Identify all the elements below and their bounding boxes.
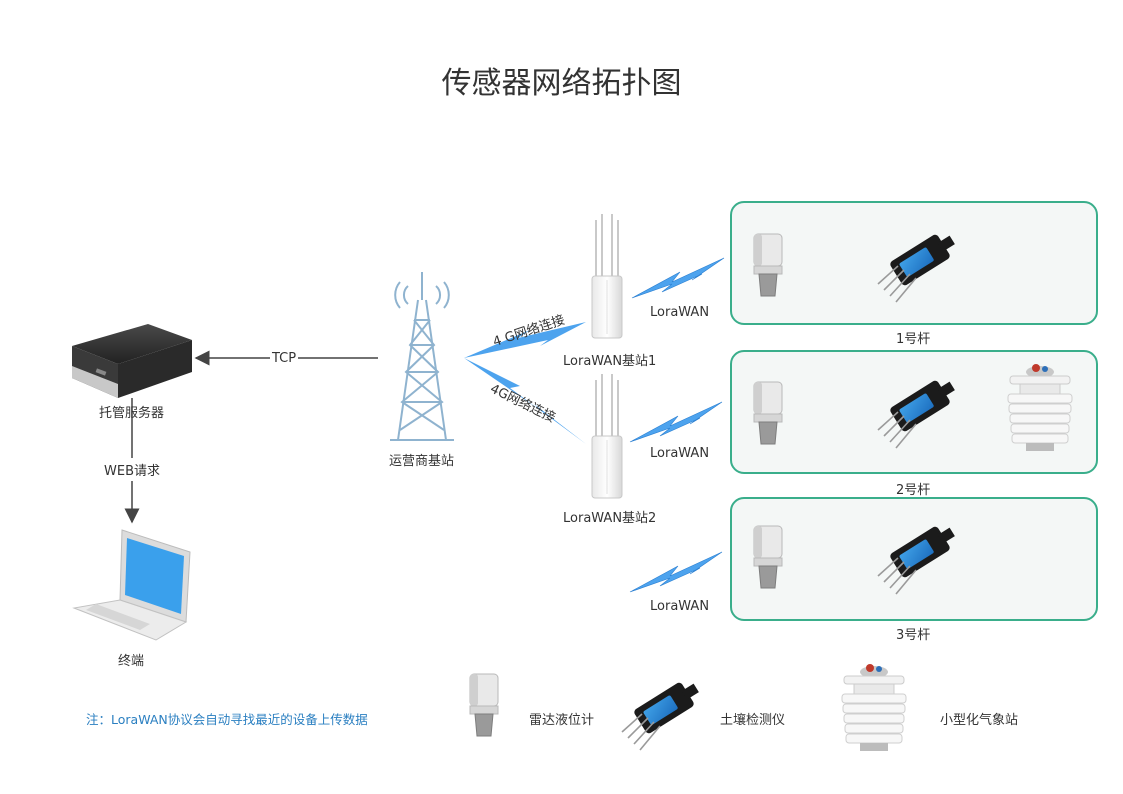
gateway-1-label: LoraWAN基站1 (563, 354, 657, 369)
gateway-2-label: LoraWAN基站2 (563, 511, 657, 526)
server-icon (72, 324, 192, 398)
pole3-radar-icon (753, 525, 783, 589)
legend-soil-label: 土壤检测仪 (720, 713, 786, 728)
pole1-radar-icon (753, 233, 783, 297)
legend-radar-label: 雷达液位计 (529, 713, 595, 728)
lorawan-label-1: LoraWAN (650, 305, 710, 320)
pole3-soil-icon (877, 524, 956, 595)
gateway-2-icon (591, 373, 623, 499)
footnote: 注：LoraWAN协议会自动寻找最近的设备上传数据 (86, 712, 368, 727)
lorawan-bolt-1 (631, 257, 725, 299)
pole1-soil-icon (877, 232, 956, 303)
legend-weather-icon (841, 663, 907, 752)
legend-soil-icon (621, 680, 700, 751)
tower-label: 运营商基站 (389, 454, 455, 469)
server-label: 托管服务器 (99, 406, 165, 421)
gateway-1-icon (591, 213, 623, 339)
pole2-soil-icon (877, 378, 956, 449)
legend-weather-label: 小型化气象站 (940, 713, 1019, 728)
web-label: WEB请求 (104, 458, 160, 481)
tower-icon (390, 272, 454, 441)
terminal-label: 终端 (118, 654, 145, 669)
pole2-weather-icon (1007, 363, 1073, 452)
lorawan-label-3: LoraWAN (650, 599, 710, 614)
lorawan-label-2: LoraWAN (650, 446, 710, 461)
pole-3-label: 3号杆 (896, 628, 931, 643)
lorawan-bolt-3 (629, 551, 723, 593)
lorawan-bolt-2 (629, 401, 723, 443)
4g-link-1 (464, 322, 586, 358)
pole2-radar-icon (753, 381, 783, 445)
tcp-label: TCP (270, 351, 299, 366)
laptop-icon (72, 529, 191, 641)
legend-radar-icon (469, 673, 499, 737)
pole-2-label: 2号杆 (896, 483, 931, 498)
pole-1-label: 1号杆 (896, 332, 931, 347)
diagram-title: 传感器网络拓扑图 (441, 66, 682, 101)
